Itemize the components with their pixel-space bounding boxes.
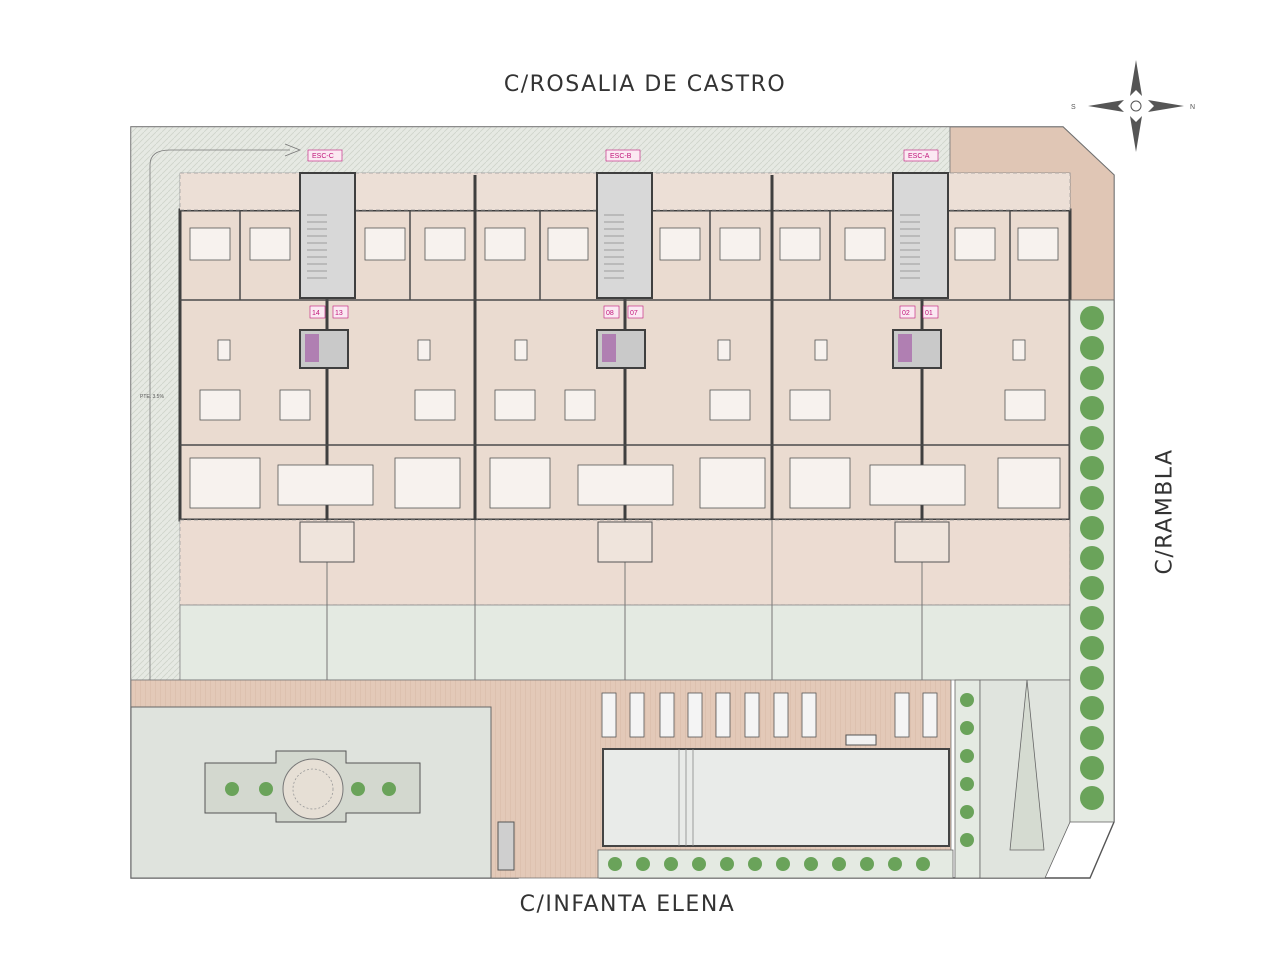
north-arrow-icon: S N: [1071, 60, 1195, 152]
slope-note: PTE. 3.5%: [140, 394, 164, 400]
pool-hedge: [597, 849, 954, 879]
east-hedge: [960, 693, 974, 847]
garden-fountain: [282, 758, 344, 820]
interior-partitions: [180, 210, 1070, 446]
dining-furniture: [199, 339, 1046, 421]
stair-label-c: ESC-C: [312, 153, 334, 160]
street-name-top: C/ROSALIA DE CASTRO: [503, 72, 787, 97]
living-furniture: [189, 457, 1061, 509]
paved-ramp: [149, 149, 290, 680]
stair-labels: ESC-C ESC-B ESC-A: [307, 149, 939, 162]
unit-number-08: 08: [606, 310, 614, 317]
unit-number-01: 01: [925, 310, 933, 317]
rambla-trees: [1080, 306, 1104, 810]
stair-label-a: ESC-A: [908, 153, 930, 160]
compass-label-east: N: [1190, 104, 1195, 111]
unit-number-02: 02: [902, 310, 910, 317]
triangle-planter: [1009, 679, 1045, 851]
compass-label-west: S: [1071, 104, 1076, 111]
sun-loungers: [601, 692, 938, 738]
garden-planting: [225, 782, 396, 796]
entrance-porches: [299, 521, 950, 563]
street-name-bottom: C/INFANTA ELENA: [519, 892, 736, 917]
pool-steps: [845, 734, 877, 746]
pergola-column: [497, 821, 515, 871]
stair-label-b: ESC-B: [610, 153, 632, 160]
ramp-arrow: [284, 143, 302, 157]
unit-number-07: 07: [630, 310, 638, 317]
unit-number-14: 14: [312, 310, 320, 317]
bedroom-furniture: [189, 227, 1059, 261]
stair-cores: [299, 172, 949, 369]
unit-number-13: 13: [335, 310, 343, 317]
swimming-pool: [602, 748, 950, 847]
unit-number-tags: 14 13 08 07 02 01: [309, 305, 939, 319]
